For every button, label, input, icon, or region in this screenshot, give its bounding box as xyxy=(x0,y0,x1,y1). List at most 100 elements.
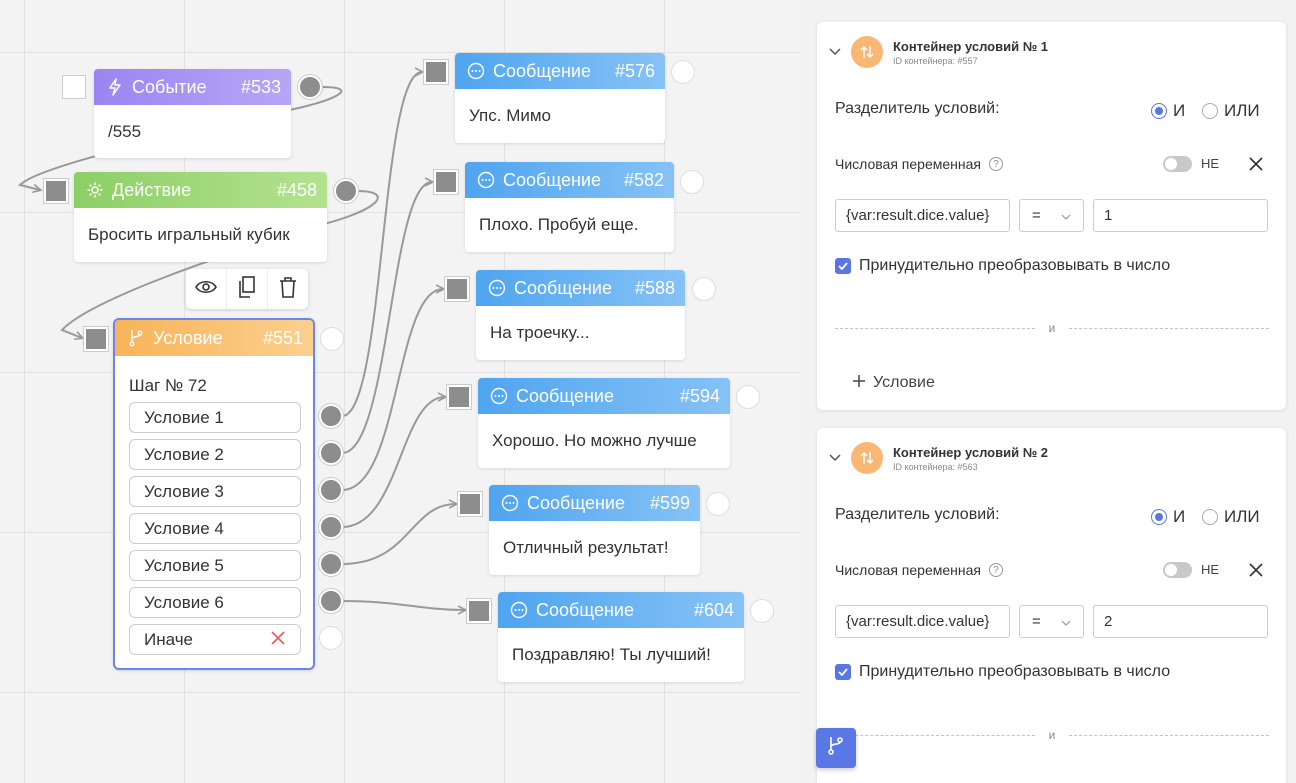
condition-output-port-6[interactable] xyxy=(319,589,343,613)
message-node-header[interactable]: Сообщение #588 xyxy=(476,270,685,306)
condition-container-1: Контейнер условий № 1 ID контейнера: #55… xyxy=(817,22,1286,410)
not-toggle[interactable] xyxy=(1163,156,1192,172)
event-input-port[interactable] xyxy=(62,75,86,99)
checkbox-checked[interactable] xyxy=(835,258,851,274)
close-icon[interactable] xyxy=(270,630,286,652)
condition-item-4[interactable]: Условие 4 xyxy=(129,513,301,544)
message-576-output-port[interactable] xyxy=(671,60,695,84)
chat-bubble-icon xyxy=(488,387,510,405)
value-input[interactable]: 2 xyxy=(1093,605,1268,638)
condition-input-port[interactable] xyxy=(84,327,108,351)
message-582-output-port[interactable] xyxy=(680,170,704,194)
message-node-588[interactable]: Сообщение #588 На троечку... xyxy=(476,270,685,360)
message-node-604[interactable]: Сообщение #604 Поздравляю! Ты лучший! xyxy=(498,592,744,682)
delete-button[interactable] xyxy=(268,269,308,309)
close-icon[interactable] xyxy=(1249,155,1263,176)
divider-label: и xyxy=(1048,321,1056,335)
message-node-header[interactable]: Сообщение #576 xyxy=(455,53,665,89)
radio-or[interactable] xyxy=(1202,509,1218,525)
radio-or[interactable] xyxy=(1202,103,1218,119)
separator-or-radio[interactable]: ИЛИ xyxy=(1202,507,1260,527)
radio-and[interactable] xyxy=(1151,103,1167,119)
message-node-582[interactable]: Сообщение #582 Плохо. Пробуй еще. xyxy=(465,162,674,252)
message-588-output-port[interactable] xyxy=(692,277,716,301)
condition-item-3[interactable]: Условие 3 xyxy=(129,476,301,507)
condition-output-port-1[interactable] xyxy=(319,404,343,428)
condition-item-else[interactable]: Иначе xyxy=(129,624,301,655)
not-toggle[interactable] xyxy=(1163,562,1192,578)
chevron-down-icon[interactable] xyxy=(827,454,843,462)
condition-item-6[interactable]: Условие 6 xyxy=(129,587,301,618)
message-node-title: Сообщение xyxy=(493,60,591,81)
variable-type-text: Числовая переменная xyxy=(835,562,981,578)
condition-output-port-2[interactable] xyxy=(319,441,343,465)
event-node[interactable]: Событие #533 /555 xyxy=(94,69,291,158)
copy-button[interactable] xyxy=(227,269,268,309)
message-594-output-port[interactable] xyxy=(736,385,760,409)
message-node-header[interactable]: Сообщение #582 xyxy=(465,162,674,198)
condition-node-header[interactable]: Условие #551 xyxy=(115,320,313,356)
message-node-599[interactable]: Сообщение #599 Отличный результат! xyxy=(489,485,700,575)
action-node-header[interactable]: Действие #458 xyxy=(74,172,327,208)
condition-item-5[interactable]: Условие 5 xyxy=(129,550,301,581)
action-input-port[interactable] xyxy=(44,179,68,203)
message-588-input-port[interactable] xyxy=(445,277,469,301)
message-node-header[interactable]: Сообщение #604 xyxy=(498,592,744,628)
checkbox-checked[interactable] xyxy=(835,664,851,680)
chat-bubble-icon xyxy=(486,279,508,297)
divider-label: и xyxy=(1048,728,1056,742)
container-id: ID контейнера: #557 xyxy=(893,55,978,66)
message-582-input-port[interactable] xyxy=(434,170,458,194)
message-599-input-port[interactable] xyxy=(458,492,482,516)
message-604-output-port[interactable] xyxy=(750,599,774,623)
message-node-header[interactable]: Сообщение #594 xyxy=(478,378,730,414)
close-icon[interactable] xyxy=(1249,561,1263,582)
container-header[interactable]: Контейнер условий № 2 ID контейнера: #56… xyxy=(827,442,1048,474)
message-604-input-port[interactable] xyxy=(467,599,491,623)
message-node-header[interactable]: Сообщение #599 xyxy=(489,485,700,521)
variable-input[interactable]: {var:result.dice.value} xyxy=(835,199,1010,232)
separator-or-radio[interactable]: ИЛИ xyxy=(1202,101,1260,121)
container-header[interactable]: Контейнер условий № 1 ID контейнера: #55… xyxy=(827,36,1048,68)
condition-item-1[interactable]: Условие 1 xyxy=(129,402,301,433)
chevron-down-icon[interactable] xyxy=(827,48,843,56)
condition-node[interactable]: Условие #551 Шаг № 72 Условие 1 Условие … xyxy=(113,318,315,670)
event-output-port[interactable] xyxy=(298,75,322,99)
message-node-594[interactable]: Сообщение #594 Хорошо. Но можно лучше xyxy=(478,378,730,468)
branch-floating-button[interactable] xyxy=(816,728,856,768)
separator-and-radio[interactable]: И xyxy=(1151,507,1185,527)
message-599-output-port[interactable] xyxy=(706,492,730,516)
condition-item-2[interactable]: Условие 2 xyxy=(129,439,301,470)
event-node-title: Событие xyxy=(132,76,207,97)
condition-output-port-5[interactable] xyxy=(319,552,343,576)
condition-output-port-3[interactable] xyxy=(319,478,343,502)
and-divider: и xyxy=(835,728,1270,742)
view-button[interactable] xyxy=(186,269,227,309)
flow-canvas[interactable]: Событие #533 /555 Действие #458 Бросить … xyxy=(0,0,800,783)
operator-select[interactable]: = xyxy=(1019,605,1084,638)
condition-output-port-4[interactable] xyxy=(319,515,343,539)
message-node-text: На троечку... xyxy=(490,323,590,342)
action-node[interactable]: Действие #458 Бросить игральный кубик xyxy=(74,172,327,262)
operator-select[interactable]: = xyxy=(1019,199,1084,232)
container-id: ID контейнера: #563 xyxy=(893,461,978,472)
condition-main-output-port[interactable] xyxy=(320,327,344,351)
help-icon[interactable]: ? xyxy=(988,157,1003,171)
help-icon[interactable]: ? xyxy=(988,563,1003,577)
action-output-port[interactable] xyxy=(334,179,358,203)
condition-output-port-else[interactable] xyxy=(319,626,343,650)
force-number-checkbox-row[interactable]: Принудительно преобразовывать в число xyxy=(835,663,1170,681)
force-number-checkbox-row[interactable]: Принудительно преобразовывать в число xyxy=(835,257,1170,275)
message-node-576[interactable]: Сообщение #576 Упс. Мимо xyxy=(455,53,665,143)
radio-and[interactable] xyxy=(1151,509,1167,525)
message-594-input-port[interactable] xyxy=(447,385,471,409)
event-node-header[interactable]: Событие #533 xyxy=(94,69,291,105)
add-condition-button[interactable]: Условие xyxy=(853,374,935,392)
message-576-input-port[interactable] xyxy=(424,60,448,84)
variable-input[interactable]: {var:result.dice.value} xyxy=(835,605,1010,638)
conditions-panel: Контейнер условий № 1 ID контейнера: #55… xyxy=(801,0,1296,783)
message-node-title: Сообщение xyxy=(503,169,601,190)
separator-and-radio[interactable]: И xyxy=(1151,101,1185,121)
plus-icon xyxy=(853,374,865,392)
value-input[interactable]: 1 xyxy=(1093,199,1268,232)
